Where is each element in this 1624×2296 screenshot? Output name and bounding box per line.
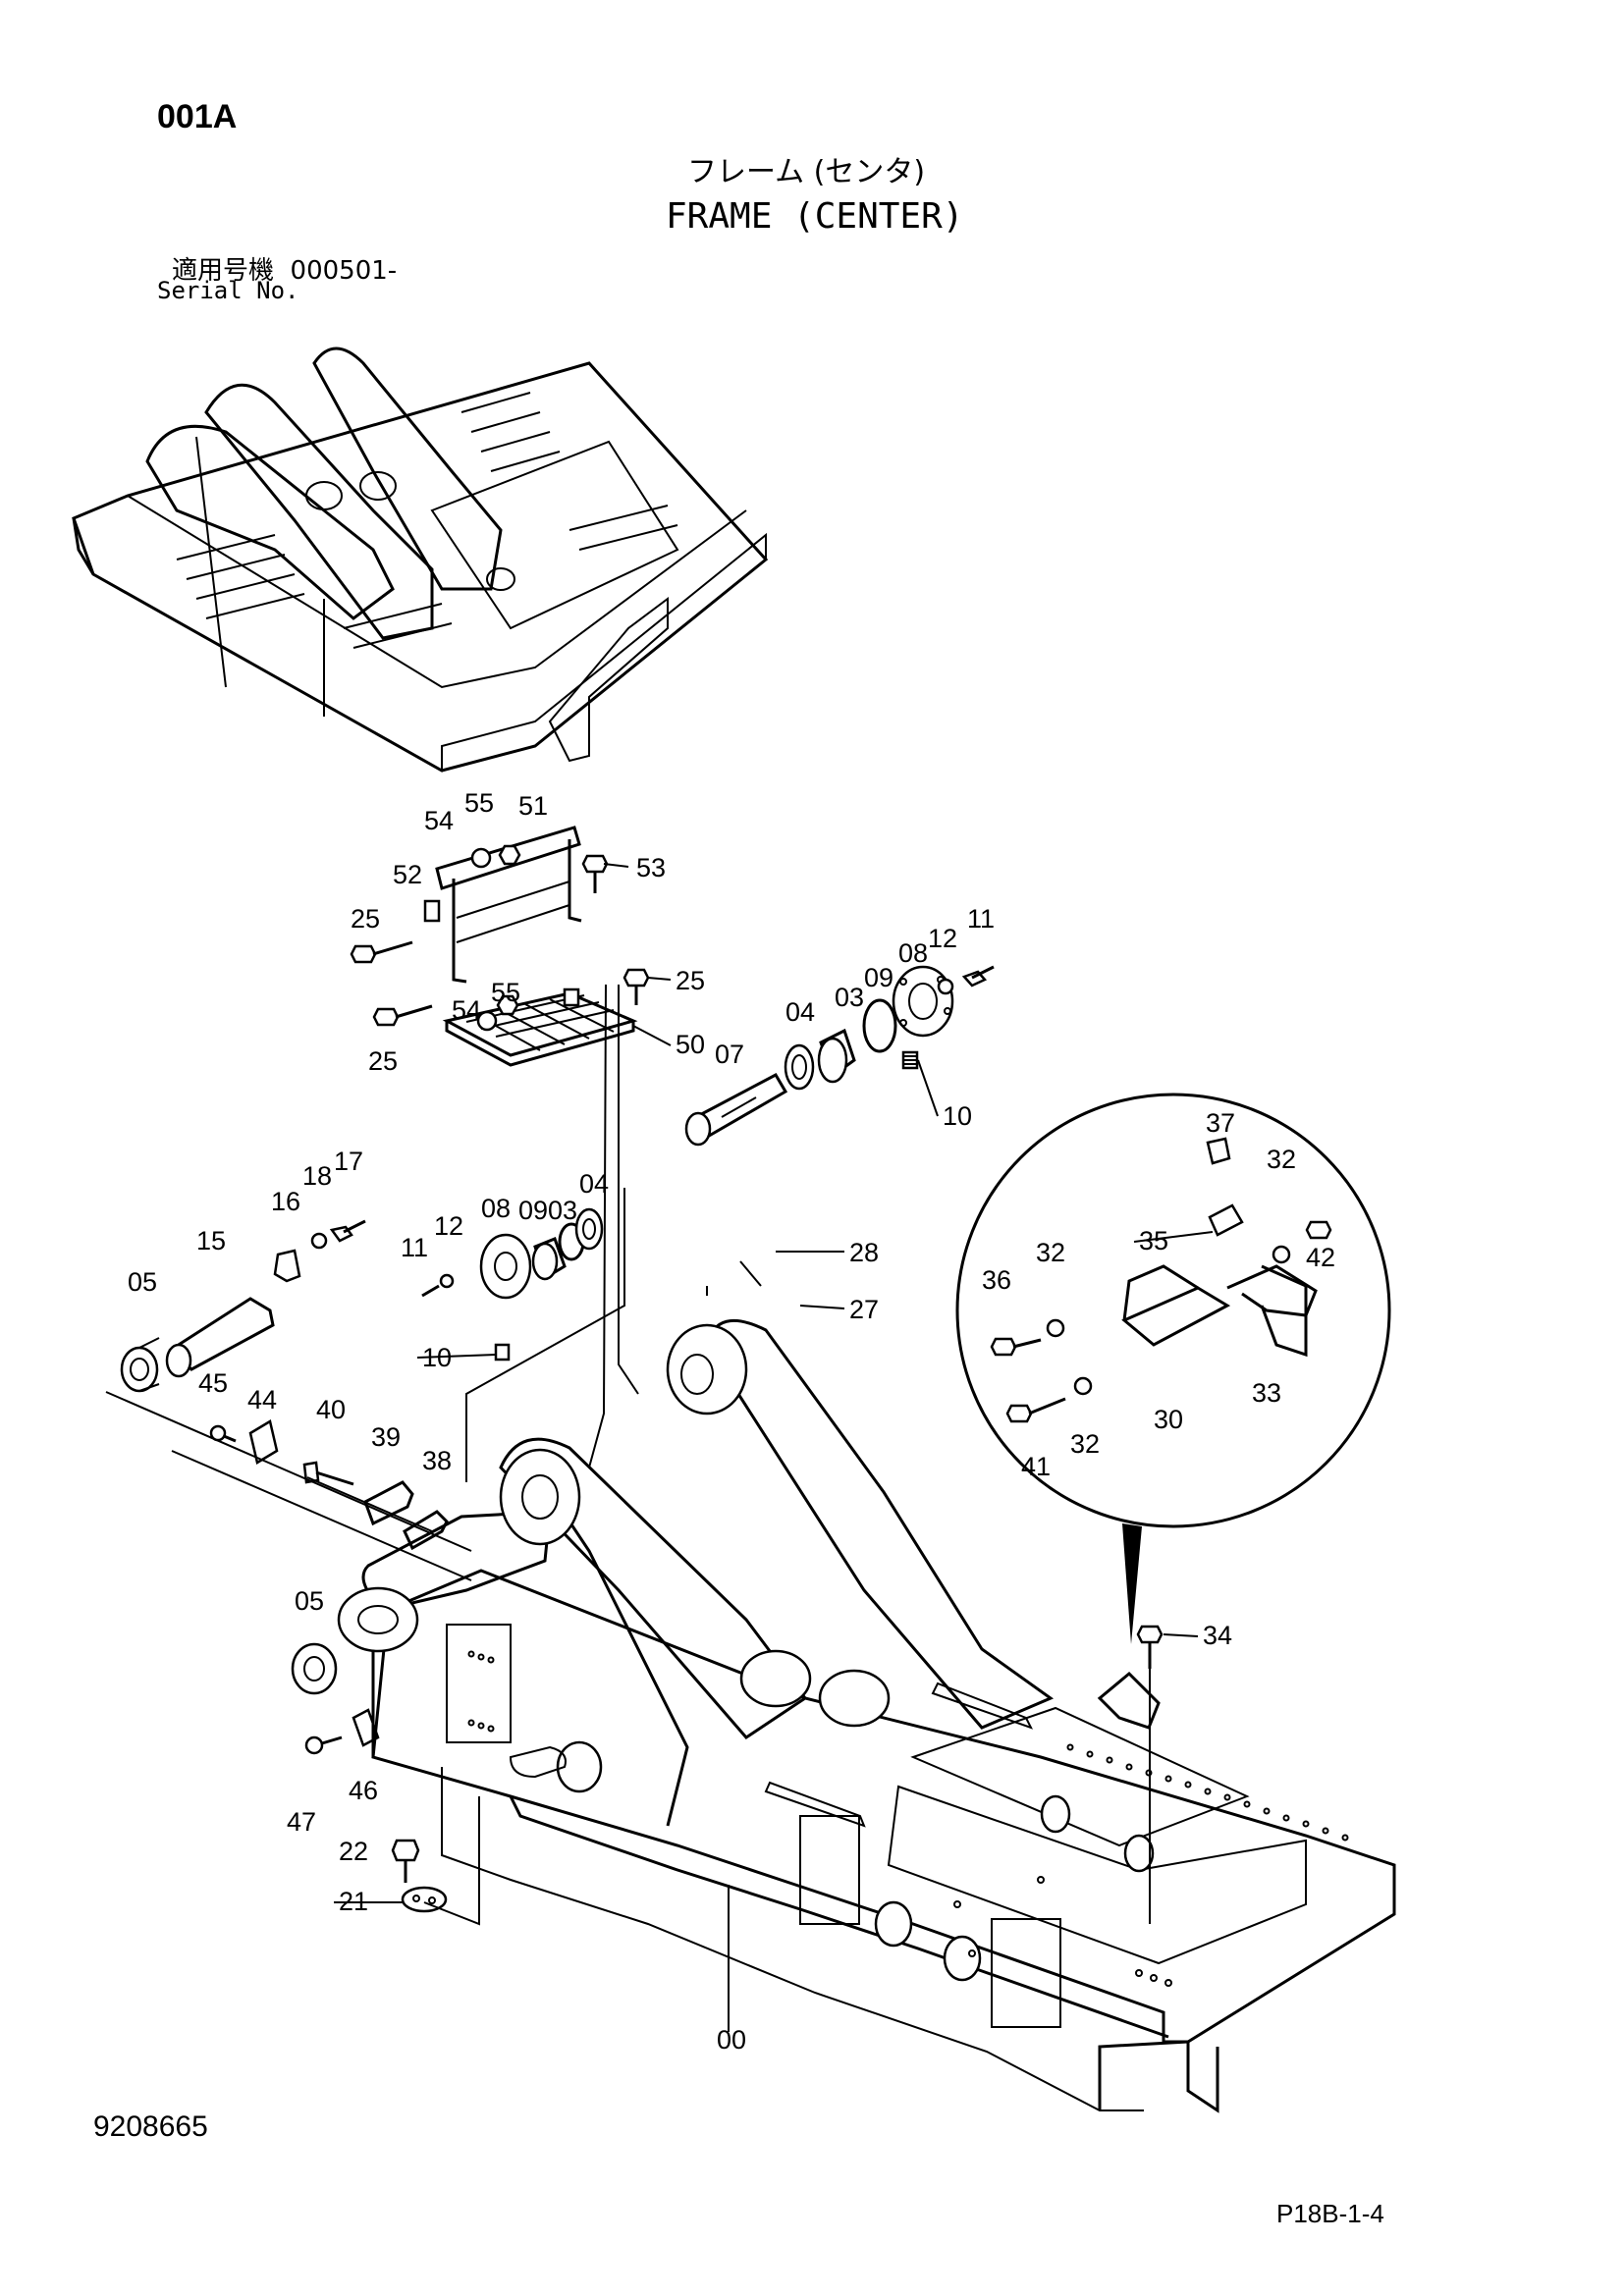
callout-11: 11 xyxy=(967,904,995,934)
callout-53: 53 xyxy=(636,853,666,882)
callout-33: 33 xyxy=(1252,1378,1281,1408)
detail-zoom-circle xyxy=(955,1093,1391,1644)
callout-55: 55 xyxy=(464,788,494,818)
title-japanese: フレーム (センタ) xyxy=(687,155,926,189)
callout-52: 52 xyxy=(393,860,422,889)
callout-25: 25 xyxy=(368,1046,398,1076)
callout-11: 11 xyxy=(401,1233,428,1262)
leader-lines xyxy=(105,984,1151,1926)
callout-51: 51 xyxy=(518,791,548,821)
callout-34: 34 xyxy=(1203,1621,1232,1650)
callout-12: 12 xyxy=(928,924,957,953)
callout-41: 41 xyxy=(1021,1452,1051,1481)
callout-36: 36 xyxy=(982,1265,1011,1295)
callout-45: 45 xyxy=(198,1368,228,1398)
callout-54: 54 xyxy=(424,806,454,835)
callout-08: 08 xyxy=(898,938,928,968)
page-reference: P18B-1-4 xyxy=(1276,2199,1384,2228)
serial-label-english: Serial No. xyxy=(157,277,299,304)
callout-32: 32 xyxy=(1036,1238,1065,1267)
callout-03: 03 xyxy=(835,983,864,1012)
callout-16: 16 xyxy=(271,1187,300,1216)
callout-10: 10 xyxy=(943,1101,972,1131)
callout-leaders xyxy=(334,863,1214,2032)
callout-44: 44 xyxy=(247,1385,277,1415)
serial-value: 000501- xyxy=(290,256,398,286)
document-number: 9208665 xyxy=(93,2110,208,2143)
callout-46: 46 xyxy=(349,1776,378,1805)
callout-04: 04 xyxy=(785,997,815,1027)
callout-27: 27 xyxy=(849,1295,879,1324)
callout-30: 30 xyxy=(1154,1405,1183,1434)
callout-39: 39 xyxy=(371,1422,401,1452)
callout-47: 47 xyxy=(287,1807,316,1837)
callout-50: 50 xyxy=(676,1030,705,1059)
callout-37: 37 xyxy=(1206,1108,1235,1138)
callout-17: 17 xyxy=(334,1147,363,1176)
callout-05: 05 xyxy=(295,1586,324,1616)
step-assembly xyxy=(350,826,650,1067)
callout-04: 04 xyxy=(579,1169,609,1199)
callout-42: 42 xyxy=(1306,1243,1335,1272)
callout-07: 07 xyxy=(715,1040,744,1069)
callout-18: 18 xyxy=(302,1161,332,1191)
callout-25: 25 xyxy=(676,966,705,995)
callout-labels: 00 03 03 04 04 05 05 07 08 08 09 09 10 1… xyxy=(128,788,1335,2055)
page-code: 001A xyxy=(157,98,238,135)
callout-25: 25 xyxy=(351,904,380,934)
center-frame-main xyxy=(291,1318,1396,2113)
callout-03: 03 xyxy=(548,1196,577,1225)
callout-54: 54 xyxy=(452,995,481,1025)
callout-38: 38 xyxy=(422,1446,452,1475)
callout-05: 05 xyxy=(128,1267,157,1297)
frame-overview-illustration xyxy=(72,347,769,773)
title-english: FRAME (CENTER) xyxy=(666,196,964,237)
callout-55: 55 xyxy=(491,978,520,1007)
serial-line-japanese: 適用号機 000501- xyxy=(172,250,397,287)
pin-bearing-assembly-right xyxy=(684,965,995,1147)
callout-32: 32 xyxy=(1267,1145,1296,1174)
callout-09: 09 xyxy=(864,963,893,992)
callout-12: 12 xyxy=(434,1211,463,1241)
callout-00: 00 xyxy=(717,2025,746,2055)
callout-28: 28 xyxy=(849,1238,879,1267)
callout-09: 09 xyxy=(518,1196,548,1225)
pin-bearing-assembly-left xyxy=(120,1207,604,1393)
callout-32: 32 xyxy=(1070,1429,1100,1459)
callout-08: 08 xyxy=(481,1194,511,1223)
callout-15: 15 xyxy=(196,1226,226,1255)
serial-label-jp: 適用号機 xyxy=(172,256,275,286)
callout-22: 22 xyxy=(339,1837,368,1866)
callout-40: 40 xyxy=(316,1395,346,1424)
